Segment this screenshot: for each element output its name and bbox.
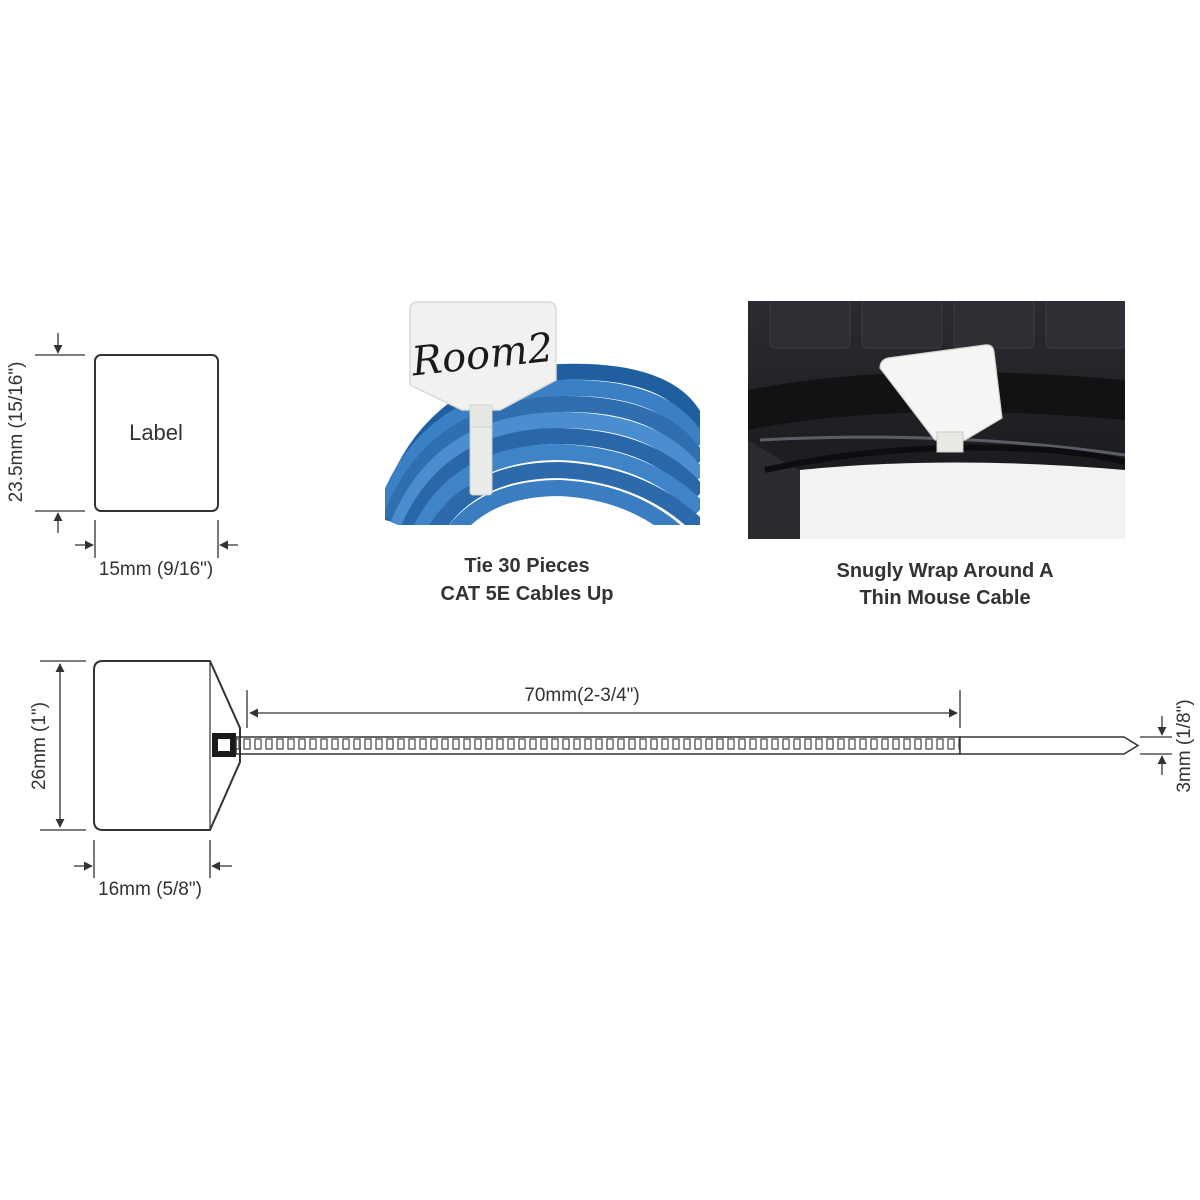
label-text: Label: [129, 420, 183, 445]
mouse-caption-line1: Snugly Wrap Around A: [836, 560, 1053, 582]
tie-strap-teeth: [235, 736, 961, 755]
tie-strap-tail: [959, 736, 1140, 755]
cables-photo: Room2 Tie 30 Pieces CAT 5E Cables Up: [385, 301, 700, 605]
tie-tag-outline: [93, 660, 241, 831]
tie-length-dim: 70mm(2-3/4"): [524, 685, 640, 706]
label-outline: [94, 354, 219, 512]
mouse-cable-photo: Snugly Wrap Around A Thin Mouse Cable: [748, 301, 1125, 609]
label-diagram: Label 23.5mm (15/16") 15mm (9/16"): [6, 333, 238, 580]
cables-caption-line2: CAT 5E Cables Up: [441, 583, 614, 605]
label-height-dim: 23.5mm (15/16"): [6, 362, 27, 503]
strap-width-dim: 3mm (1/8"): [1174, 699, 1195, 792]
mouse-caption-line2: Thin Mouse Cable: [859, 587, 1030, 609]
cable-tie-diagram: 70mm(2-3/4") 26mm (1") 16mm (5/8") 3mm (…: [29, 660, 1195, 900]
label-width-dim: 15mm (9/16"): [99, 559, 213, 580]
cables-caption-line1: Tie 30 Pieces: [464, 555, 589, 577]
tie-width-dim: 16mm (5/8"): [98, 879, 202, 900]
tie-height-dim: 26mm (1"): [29, 702, 50, 790]
